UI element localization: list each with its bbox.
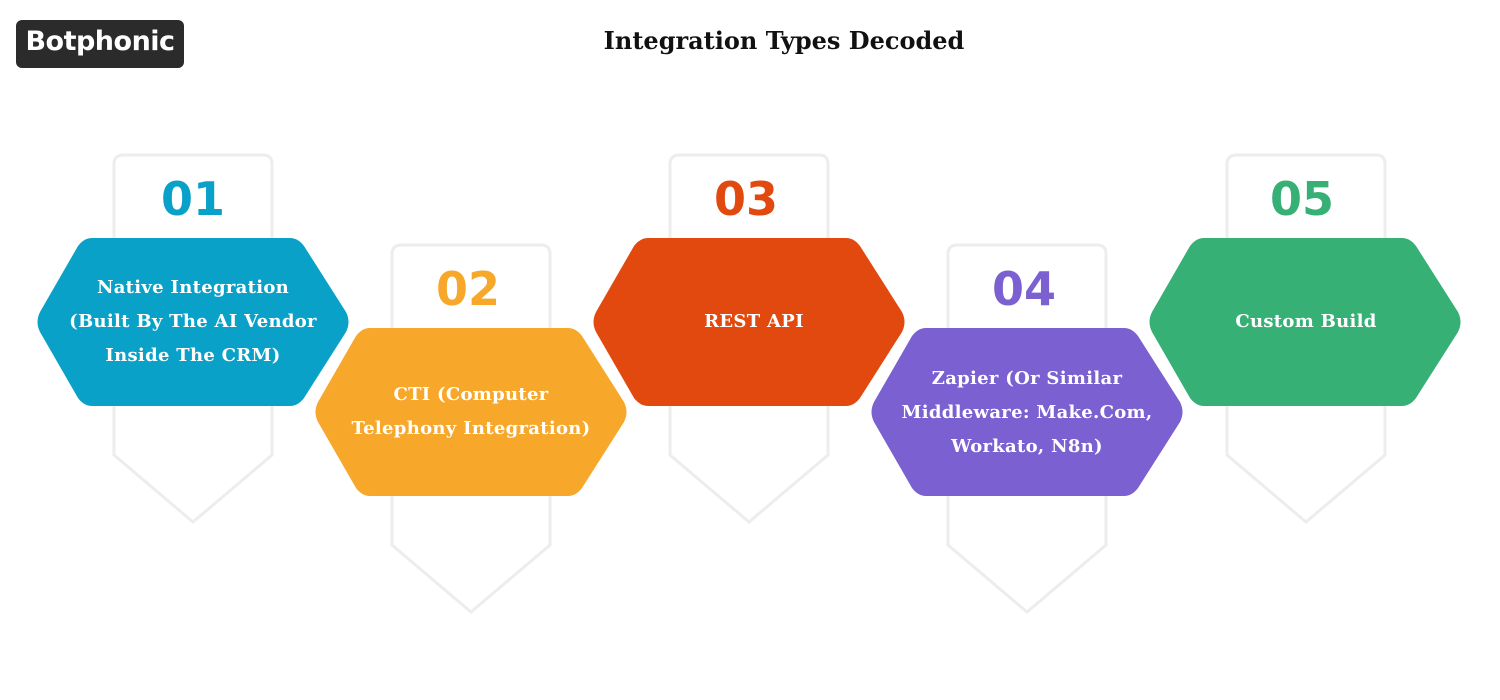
step-04-number: 04 bbox=[992, 262, 1056, 316]
step-03: 03 bbox=[593, 153, 905, 524]
step-03-label: REST API bbox=[619, 305, 889, 339]
step-05: 05 bbox=[1149, 153, 1461, 524]
step-02-label-line-2: Telephony Integration) bbox=[351, 418, 591, 439]
step-04-label-line-1: Zapier (Or Similar bbox=[931, 368, 1123, 389]
step-01-label: Native Integration (Built By The AI Vend… bbox=[58, 271, 328, 373]
step-02-hexagon bbox=[315, 328, 627, 496]
step-05-number: 05 bbox=[1270, 172, 1334, 226]
step-04: 04 bbox=[871, 243, 1183, 614]
step-02-number: 02 bbox=[436, 262, 500, 316]
step-01-label-line-1: Native Integration bbox=[96, 277, 290, 298]
step-04-hexagon bbox=[871, 328, 1183, 496]
step-04-label-line-3: Workato, N8n) bbox=[951, 436, 1103, 457]
step-05-hexagon bbox=[1149, 238, 1461, 406]
step-05-label: Custom Build bbox=[1171, 305, 1441, 339]
step-04-label-line-2: Middleware: Make.Com, bbox=[901, 402, 1153, 423]
step-01-label-line-3: Inside The CRM) bbox=[105, 345, 281, 366]
step-02-label: CTI (Computer Telephony Integration) bbox=[336, 378, 606, 446]
step-01-label-line-2: (Built By The AI Vendor bbox=[69, 311, 317, 332]
step-02: 02 bbox=[315, 243, 627, 614]
step-02-label-line-1: CTI (Computer bbox=[393, 384, 549, 405]
step-03-number: 03 bbox=[714, 172, 778, 226]
step-04-label: Zapier (Or Similar Middleware: Make.Com,… bbox=[892, 362, 1162, 464]
page-title: Integration Types Decoded bbox=[603, 26, 965, 55]
step-03-hexagon bbox=[593, 238, 905, 406]
step-01-hexagon bbox=[37, 238, 349, 406]
step-05-label-line-1: Custom Build bbox=[1235, 311, 1377, 332]
step-01-number: 01 bbox=[161, 172, 225, 226]
botphonic-logo: Botphonic bbox=[16, 20, 184, 68]
step-03-label-line-1: REST API bbox=[704, 311, 804, 332]
step-01: 01 bbox=[37, 153, 349, 524]
